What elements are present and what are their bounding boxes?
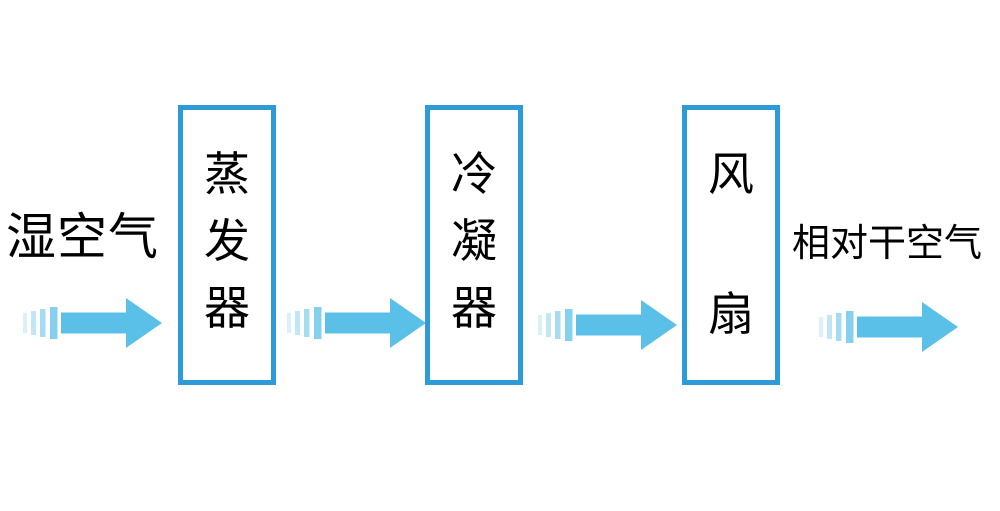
- process-box-evaporator: 蒸 发 器: [178, 105, 276, 385]
- box-label-char: 扇: [708, 287, 754, 340]
- box-label-char: 凝: [451, 214, 497, 267]
- process-box-fan: 风 扇: [682, 105, 780, 385]
- box-label-char: 蒸: [204, 147, 250, 200]
- striped-right-arrow-icon: [538, 300, 677, 350]
- box-label-char: 冷: [451, 147, 497, 200]
- input-air-label: 湿空气: [6, 209, 159, 265]
- box-label-char: 器: [204, 281, 250, 334]
- box-label-char: 风: [708, 147, 754, 200]
- process-box-condenser: 冷 凝 器: [425, 105, 523, 385]
- box-label-char: 器: [451, 281, 497, 334]
- striped-right-arrow-icon: [819, 302, 958, 352]
- output-air-label: 相对干空气: [792, 223, 983, 265]
- box-label-char: 发: [204, 214, 250, 267]
- striped-right-arrow-icon: [287, 298, 426, 348]
- striped-right-arrow-icon: [23, 298, 162, 348]
